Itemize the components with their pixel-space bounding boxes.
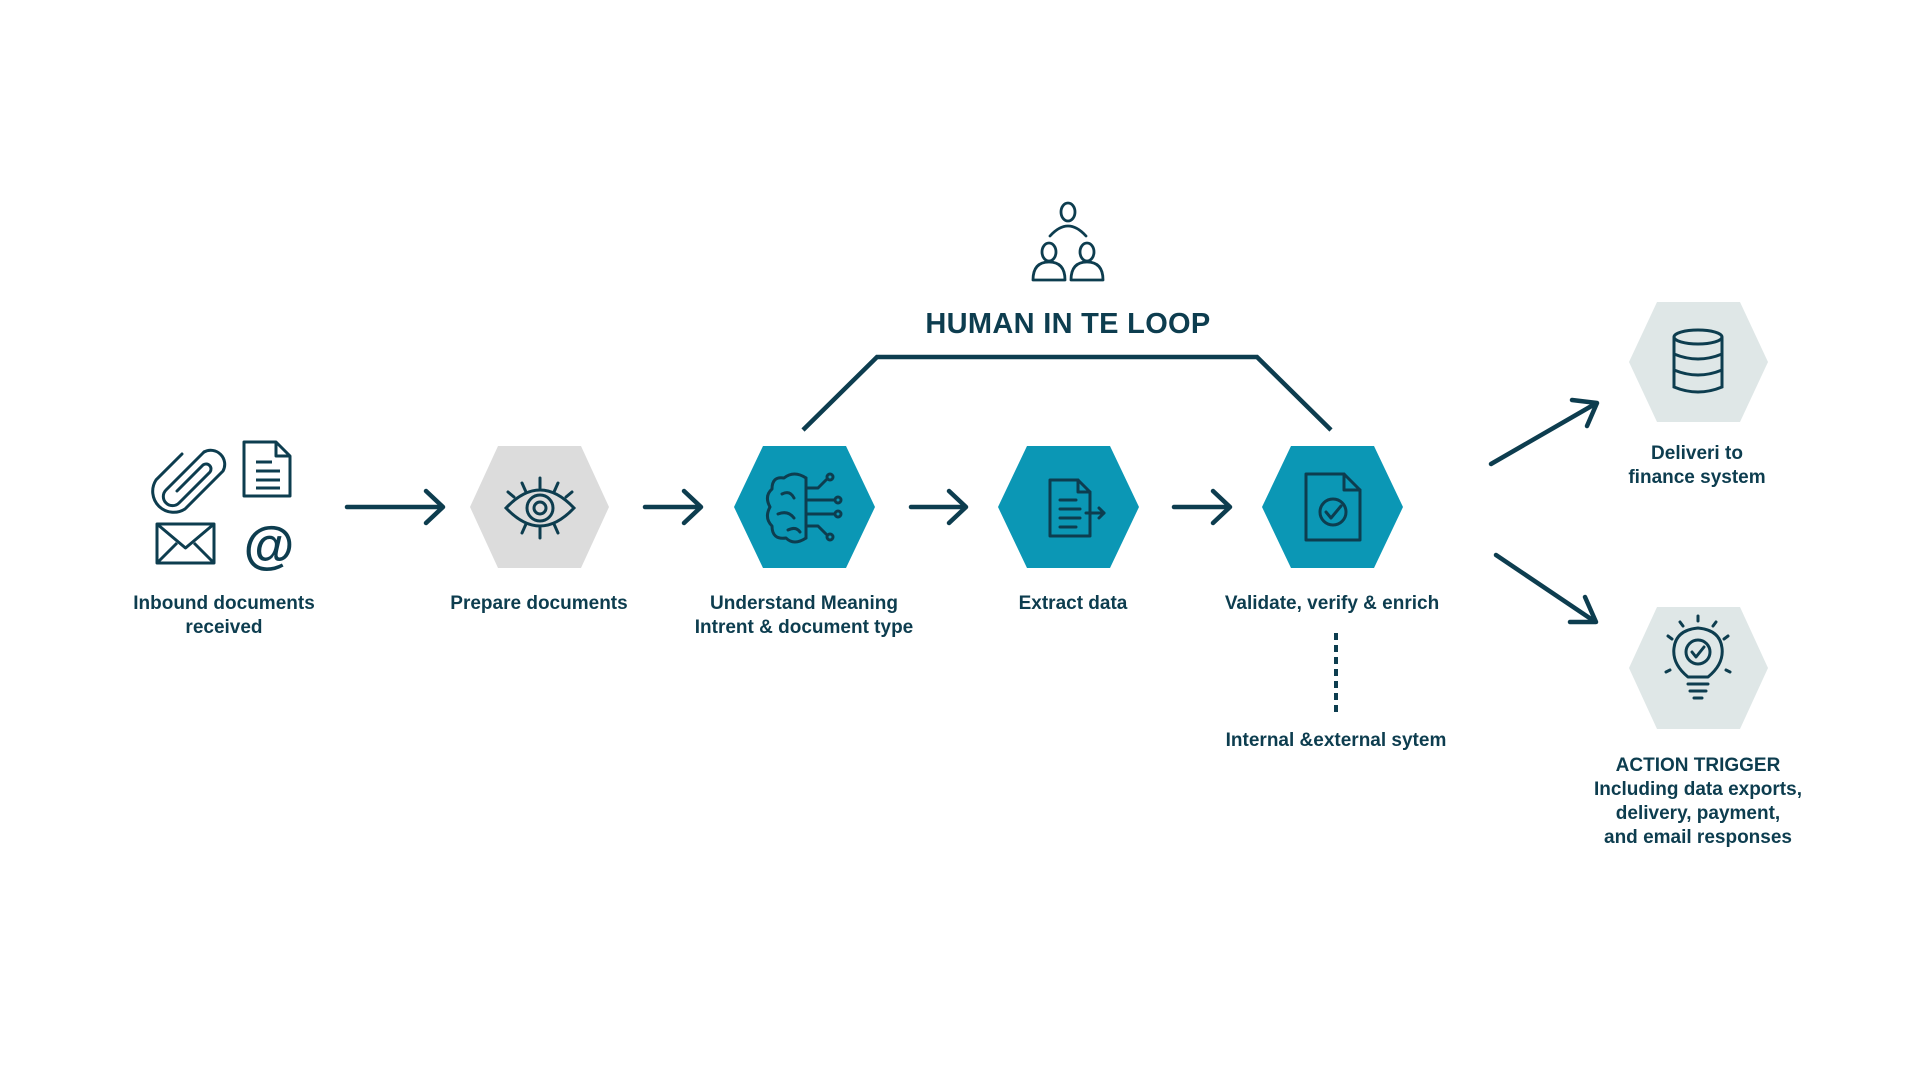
hexagon-validate <box>1262 446 1403 568</box>
flow-arrows <box>344 397 1600 625</box>
document-icon <box>242 440 292 498</box>
hexagon-extract <box>998 446 1139 568</box>
human-loop-title: HUMAN IN TE LOOP <box>925 308 1211 340</box>
hexagon-prepare <box>470 446 609 568</box>
people-network-icon <box>1031 201 1105 282</box>
paperclip-icon <box>151 448 227 514</box>
envelope-icon <box>155 522 216 565</box>
at-sign-icon: @ <box>244 517 295 575</box>
arrow-down <box>1493 552 1599 625</box>
eye-icon <box>503 476 577 540</box>
arrow-4 <box>1171 488 1233 526</box>
human-loop-bracket <box>801 354 1333 432</box>
database-icon <box>1672 328 1724 394</box>
document-check-icon <box>1304 472 1362 542</box>
document-export-icon <box>1048 478 1106 538</box>
brain-circuit-icon <box>765 472 843 544</box>
step-label-understand: Understand Meaning Intrent & document ty… <box>694 593 914 638</box>
arrow-up <box>1488 397 1600 467</box>
output-label-action: ACTION TRIGGER Including data exports, d… <box>1594 755 1802 848</box>
arrow-2 <box>642 488 704 526</box>
arrow-3 <box>908 488 969 526</box>
step-label-extract: Extract data <box>1018 593 1128 614</box>
step-label-validate: Validate, verify & enrich <box>1224 593 1440 614</box>
output-label-deliver: Deliveri to finance system <box>1628 443 1766 488</box>
hexagon-action <box>1629 607 1768 729</box>
step-label-inbound: Inbound documents received <box>133 593 315 638</box>
step-label-prepare: Prepare documents <box>450 593 628 614</box>
arrow-1 <box>344 488 446 526</box>
hexagon-deliver <box>1629 302 1768 422</box>
external-system-label: Internal &external sytem <box>1225 730 1447 751</box>
lightbulb-check-icon <box>1664 614 1732 700</box>
